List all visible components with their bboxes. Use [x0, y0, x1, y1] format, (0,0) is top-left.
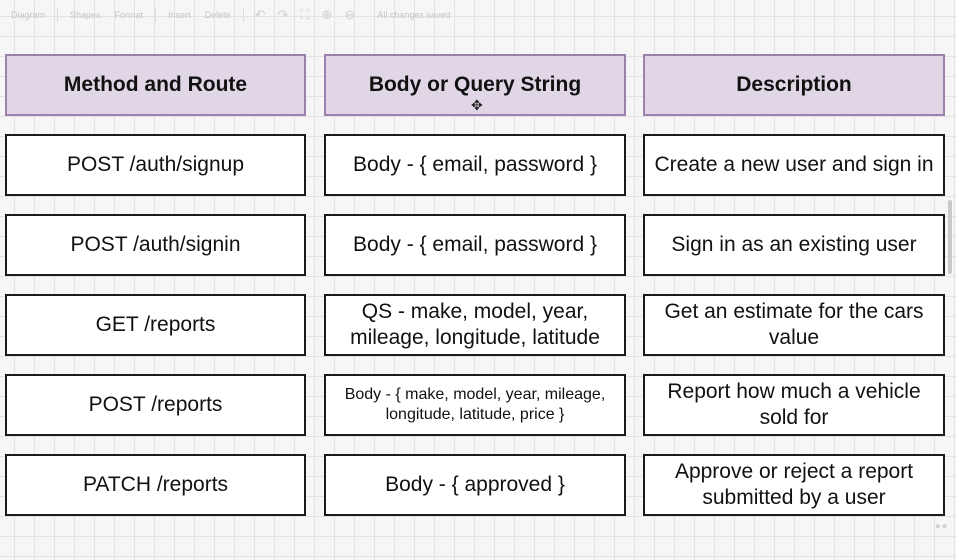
route-cell[interactable]: POST /reports [5, 374, 306, 436]
body-cell[interactable]: Body - { email, password } [324, 214, 626, 276]
delete-button[interactable]: Delete [204, 10, 231, 20]
description-cell[interactable]: Report how much a vehicle sold for [643, 374, 945, 436]
redo-icon[interactable]: ↷ [277, 7, 289, 22]
route-cell[interactable]: POST /auth/signup [5, 134, 306, 196]
fit-page-icon[interactable]: ⛶ [300, 7, 310, 22]
route-cell[interactable]: POST /auth/signin [5, 214, 306, 276]
toolbar: Diagram Shapes Format Insert Delete ↶ ↷ … [0, 0, 956, 30]
format-button[interactable]: Format [114, 10, 144, 20]
vertical-scrollbar[interactable] [948, 200, 952, 274]
zoom-out-icon[interactable]: ⊖ [344, 7, 356, 22]
route-cell[interactable]: GET /reports [5, 294, 306, 356]
toolbar-divider [242, 8, 244, 22]
move-cursor-icon: ✥ [471, 97, 483, 113]
header-body-query[interactable]: Body or Query String [324, 54, 626, 116]
watermark-logo: ●● [934, 521, 948, 532]
header-method-route[interactable]: Method and Route [5, 54, 306, 116]
body-cell[interactable]: Body - { email, password } [324, 134, 626, 196]
toolbar-divider [57, 8, 59, 22]
description-cell[interactable]: Approve or reject a report submitted by … [643, 454, 945, 516]
header-description[interactable]: Description [643, 54, 945, 116]
description-cell[interactable]: Sign in as an existing user [643, 214, 945, 276]
insert-button[interactable]: Insert [168, 10, 191, 20]
save-status: All changes saved [377, 10, 451, 20]
body-cell[interactable]: Body - { approved } [324, 454, 626, 516]
zoom-in-icon[interactable]: ⊕ [321, 7, 333, 22]
body-cell[interactable]: Body - { make, model, year, mileage, lon… [324, 374, 626, 436]
shapes-button[interactable]: Shapes [70, 10, 101, 20]
body-cell[interactable]: QS - make, model, year, mileage, longitu… [324, 294, 626, 356]
description-cell[interactable]: Get an estimate for the cars value [643, 294, 945, 356]
diagram-menu[interactable]: Diagram [11, 10, 46, 20]
route-cell[interactable]: PATCH /reports [5, 454, 306, 516]
description-cell[interactable]: Create a new user and sign in [643, 134, 945, 196]
toolbar-divider [155, 8, 157, 22]
undo-icon[interactable]: ↶ [254, 7, 266, 22]
